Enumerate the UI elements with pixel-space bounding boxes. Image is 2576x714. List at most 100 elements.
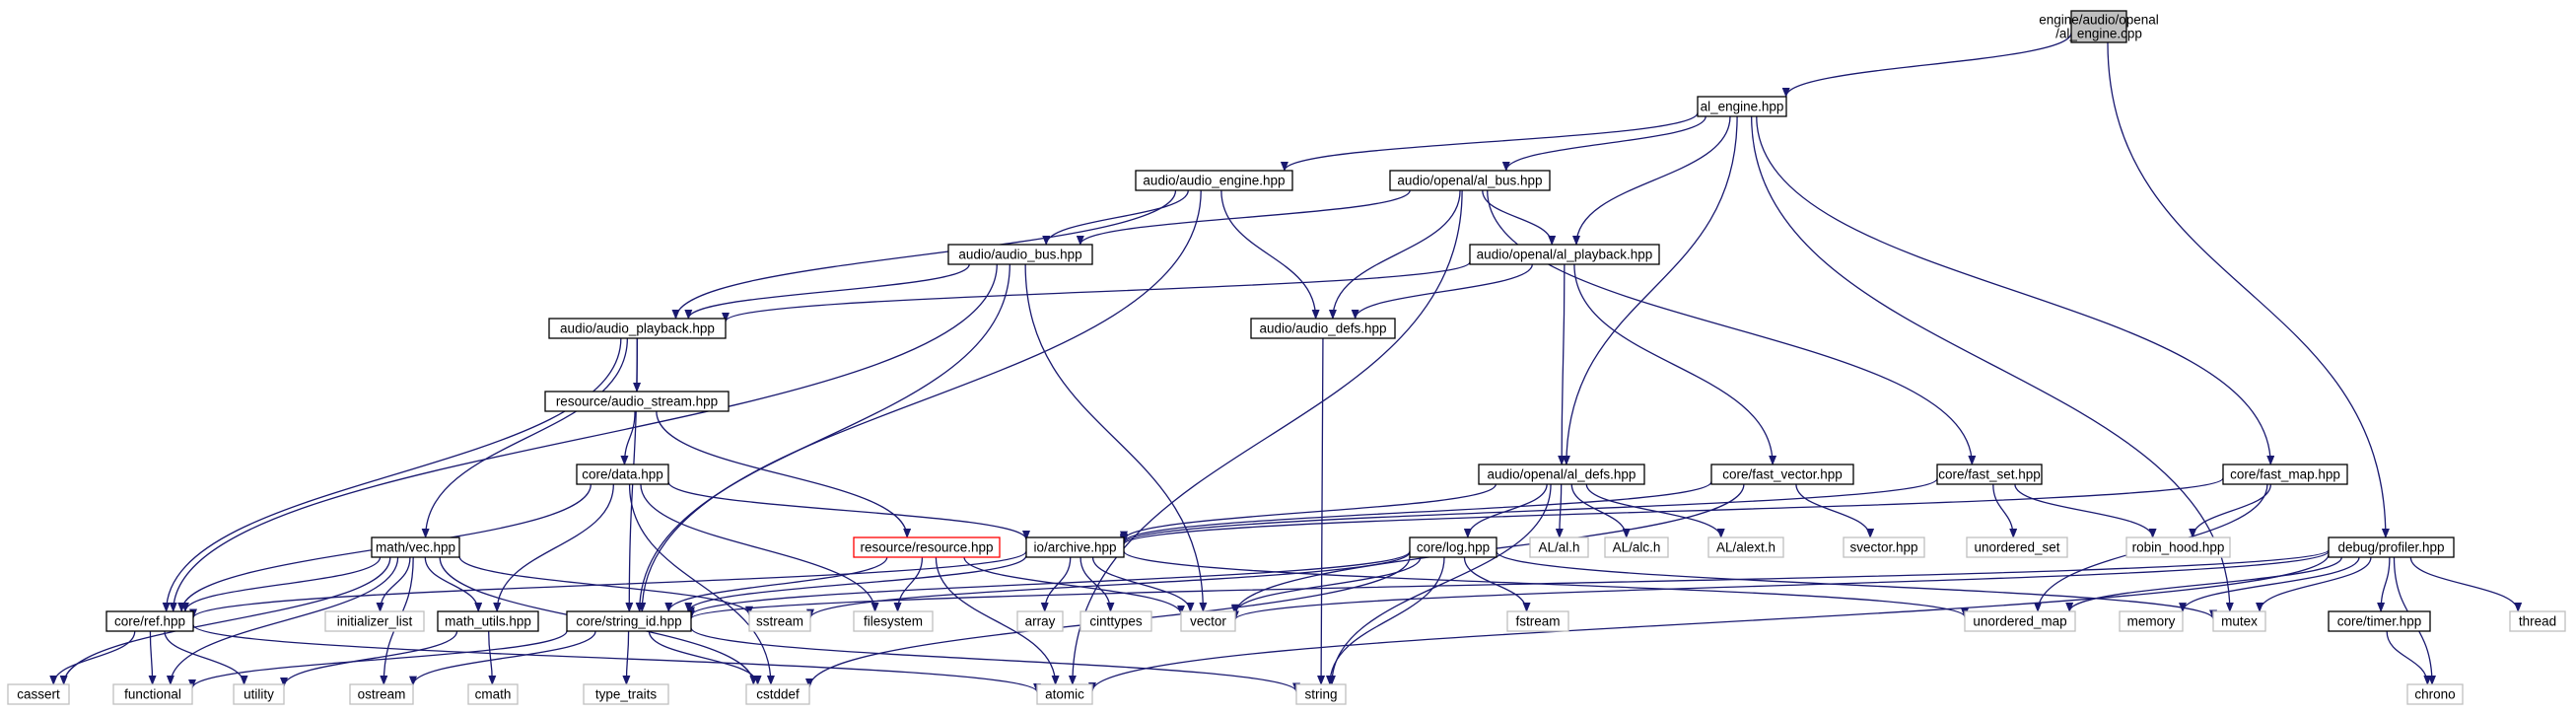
node-label: audio/openal/al_bus.hpp xyxy=(1397,174,1542,188)
node-al_bus[interactable]: audio/openal/al_bus.hpp xyxy=(1389,170,1551,191)
node-label: core/fast_map.hpp xyxy=(2230,467,2340,482)
node-core_timer[interactable]: core/timer.hpp xyxy=(2328,610,2431,632)
node-core_ref[interactable]: core/ref.hpp xyxy=(105,610,194,632)
node-unordered_map: unordered_map xyxy=(1964,610,2076,632)
node-label: /al_engine.cpp xyxy=(2055,27,2142,41)
node-profiler[interactable]: debug/profiler.hpp xyxy=(2328,536,2455,558)
node-mutex: mutex xyxy=(2212,610,2266,632)
node-al_engine[interactable]: al_engine.hpp xyxy=(1697,96,1787,117)
node-string_id[interactable]: core/string_id.hpp xyxy=(566,610,692,632)
edge-al_bus-to-atomic xyxy=(1068,189,1463,685)
edge-core_log-to-string_id xyxy=(687,550,1411,617)
node-label: atomic xyxy=(1045,687,1084,702)
edge-io_archive-to-string_id xyxy=(684,554,1027,612)
node-box xyxy=(1295,683,1347,705)
node-label: chrono xyxy=(2414,687,2455,702)
node-label: cstddef xyxy=(756,687,800,702)
node-label: core/fast_set.hpp xyxy=(1938,467,2041,482)
node-box xyxy=(2509,610,2566,632)
edges xyxy=(49,33,2523,693)
node-string: string xyxy=(1295,683,1347,705)
node-label: fstream xyxy=(1515,614,1560,629)
node-box xyxy=(1964,610,2076,632)
edge-audio_engine-to-string_id xyxy=(638,189,1202,612)
node-label: functional xyxy=(124,687,181,702)
node-box xyxy=(566,610,692,632)
edge-math_vec-to-sstream xyxy=(458,555,753,616)
node-box xyxy=(548,318,727,339)
node-box xyxy=(544,391,730,412)
node-label: array xyxy=(1025,614,1056,629)
edge-profiler-to-unordered_map xyxy=(2065,556,2342,612)
node-box xyxy=(1389,170,1551,191)
edge-fast_set-to-unordered_set xyxy=(1992,483,2018,538)
edge-al_defs-to-string xyxy=(1327,483,1552,685)
edge-al_bus-to-audio_defs xyxy=(1328,189,1461,320)
node-audio_engine[interactable]: audio/audio_engine.hpp xyxy=(1135,170,1293,191)
node-audio_bus[interactable]: audio/audio_bus.hpp xyxy=(947,244,1093,265)
node-core_data[interactable]: core/data.hpp xyxy=(576,464,669,485)
edge-fast_map-to-robin_hood xyxy=(2189,483,2271,538)
node-math_utils[interactable]: math_utils.hpp xyxy=(437,610,539,632)
edge-audio_engine-to-audio_playback xyxy=(671,189,1177,320)
node-ostream: ostream xyxy=(349,683,414,705)
edge-al_bus-to-al_playback xyxy=(1482,189,1557,246)
node-cinttypes: cinttypes xyxy=(1079,610,1152,632)
node-fast_set[interactable]: core/fast_set.hpp xyxy=(1936,464,2043,485)
node-box xyxy=(1409,536,1497,558)
node-fstream: fstream xyxy=(1506,610,1569,632)
edge-al_defs-to-alext_h xyxy=(1585,483,1725,538)
node-box xyxy=(1478,464,1645,485)
node-fast_vector[interactable]: core/fast_vector.hpp xyxy=(1710,464,1854,485)
node-alc_h: AL/alc.h xyxy=(1604,536,1669,558)
node-io_archive[interactable]: io/archive.hpp xyxy=(1025,536,1125,558)
node-label: robin_hood.hpp xyxy=(2132,540,2225,555)
node-label: core/fast_vector.hpp xyxy=(1722,467,1843,482)
edge-audio_bus-to-core_ref xyxy=(169,263,998,612)
node-audio_defs[interactable]: audio/audio_defs.hpp xyxy=(1250,318,1396,339)
node-audio_stream[interactable]: resource/audio_stream.hpp xyxy=(544,391,730,412)
node-box xyxy=(1707,536,1784,558)
node-box xyxy=(853,610,934,632)
edge-fast_set-to-io_archive xyxy=(1120,477,1938,545)
node-box xyxy=(745,683,810,705)
node-fast_map[interactable]: core/fast_map.hpp xyxy=(2222,464,2348,485)
node-label: AL/alc.h xyxy=(1613,540,1661,555)
edge-audio_engine-to-audio_bus xyxy=(1042,189,1189,246)
node-label: ostream xyxy=(358,687,406,702)
node-cstddef: cstddef xyxy=(745,683,810,705)
edge-core_log-to-vector xyxy=(1231,556,1422,614)
node-label: core/log.hpp xyxy=(1417,540,1490,555)
node-box xyxy=(1697,96,1787,117)
node-box xyxy=(2119,610,2184,632)
node-atomic: atomic xyxy=(1036,683,1093,705)
node-label: core/string_id.hpp xyxy=(576,614,681,629)
node-audio_playback[interactable]: audio/audio_playback.hpp xyxy=(548,318,727,339)
node-vector: vector xyxy=(1180,610,1236,632)
edge-math_vec-to-core_ref xyxy=(180,556,382,612)
edge-root-to-profiler xyxy=(2107,41,2390,538)
node-al_defs[interactable]: audio/openal/al_defs.hpp xyxy=(1478,464,1645,485)
edge-io_archive-to-vector xyxy=(1091,556,1195,612)
node-box xyxy=(7,683,70,705)
edge-core_ref-to-cassert xyxy=(49,630,136,685)
node-al_playback[interactable]: audio/openal/al_playback.hpp xyxy=(1469,244,1660,265)
node-box xyxy=(748,610,811,632)
edge-io_archive-to-cinttypes xyxy=(1079,556,1115,612)
edge-audio_playback-to-core_ref xyxy=(162,337,622,612)
node-label: audio/audio_defs.hpp xyxy=(1259,321,1386,336)
node-type_traits: type_traits xyxy=(583,683,669,705)
edge-string_id-to-functional xyxy=(188,630,568,689)
node-root[interactable]: engine/audio/openal/al_engine.cpp xyxy=(2039,10,2159,43)
node-label: thread xyxy=(2519,614,2556,629)
node-unordered_set: unordered_set xyxy=(1966,536,2068,558)
edge-al_engine-to-mutex xyxy=(1751,115,2234,612)
edge-math_utils-to-utility xyxy=(280,630,458,687)
node-label: memory xyxy=(2127,614,2176,629)
node-core_log[interactable]: core/log.hpp xyxy=(1409,536,1497,558)
edge-string_id-to-cstddef xyxy=(648,630,762,685)
node-resource[interactable]: resource/resource.hpp xyxy=(853,536,1001,558)
node-label: core/data.hpp xyxy=(582,467,663,482)
node-math_vec[interactable]: math/vec.hpp xyxy=(371,536,460,558)
node-box xyxy=(1180,610,1236,632)
